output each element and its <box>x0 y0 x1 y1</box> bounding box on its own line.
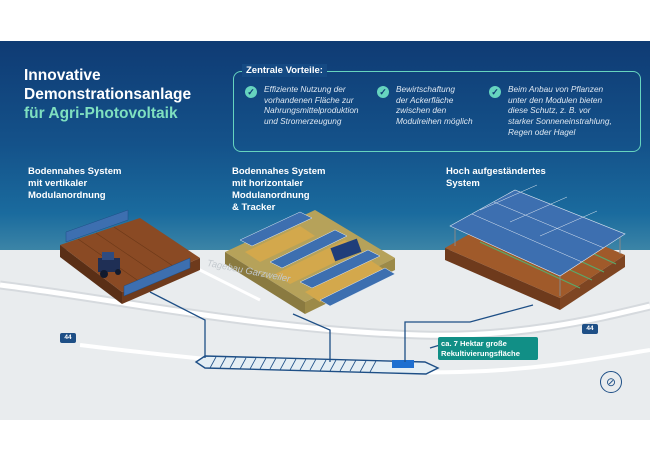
system-1-line-1: Bodennahes System <box>28 166 122 177</box>
title-line-1: Innovative <box>24 67 101 84</box>
benefit-2-line-2: der Ackerfläche <box>396 94 454 105</box>
benefit-2-line-3: zwischen den <box>396 105 447 116</box>
compass-icon: ⊘ <box>600 371 622 393</box>
benefit-3-line-3: diese Schutz, z. B. vor <box>508 105 591 116</box>
benefit-3-line-4: starker Sonneneinstrahlung, <box>508 116 612 127</box>
benefit-3-line-1: Beim Anbau von Pflanzen <box>508 84 604 94</box>
check-icon: ✓ <box>245 86 257 98</box>
benefit-1-line-3: Nahrungsmittelproduktion <box>264 105 359 116</box>
benefit-2-line-4: Modulreihen möglich <box>396 116 473 127</box>
system-2-line-4: & Tracker <box>232 202 276 213</box>
benefit-2: Bewirtschaftung der Ackerfläche zwischen… <box>396 84 473 127</box>
system-3-line-2: System <box>446 178 480 189</box>
page-title: Innovative Demonstrationsanlage für Agri… <box>24 66 191 123</box>
illustration-horizontal-tracker-system <box>225 210 396 314</box>
area-label-line-2: Rekultivierungsfläche <box>441 348 520 358</box>
system-label-vertical: Bodennahes System mit vertikaler Modulan… <box>28 166 121 202</box>
recultivation-area-outline <box>194 355 440 375</box>
system-1-line-2: mit vertikaler <box>28 178 88 189</box>
benefit-3-line-5: Regen oder Hagel <box>508 126 576 137</box>
benefit-1: Effiziente Nutzung der vorhandenen Fläch… <box>264 84 359 127</box>
benefits-heading: Zentrale Vorteile: <box>242 64 327 77</box>
road-badge-right: 44 <box>582 324 598 334</box>
benefit-1-line-1: Effiziente Nutzung der <box>264 84 346 94</box>
system-label-horizontal-tracker: Bodennahes System mit horizontaler Modul… <box>232 166 325 214</box>
area-label-line-1: ca. 7 Hektar große <box>441 339 507 348</box>
recultivation-area-label: ca. 7 Hektar große Rekultivierungsfläche <box>438 337 538 361</box>
system-1-line-3: Modulanordnung <box>28 190 106 201</box>
system-label-elevated: Hoch aufgeständertes System <box>446 166 546 190</box>
benefit-1-line-2: vorhandenen Fläche zur <box>264 94 354 105</box>
system-2-line-1: Bodennahes System <box>232 166 326 177</box>
system-2-line-3: Modulanordnung <box>232 190 310 201</box>
illustration-elevated-system <box>445 184 626 310</box>
title-line-2: Demonstrationsanlage <box>24 86 192 103</box>
benefits-box <box>233 71 641 152</box>
connector-lines <box>149 291 534 362</box>
system-3-line-1: Hoch aufgeständertes <box>446 166 546 177</box>
road-badge-left: 44 <box>60 333 76 343</box>
check-icon: ✓ <box>377 86 389 98</box>
benefit-2-line-1: Bewirtschaftung <box>396 84 456 94</box>
illustration-vertical-system <box>60 209 200 304</box>
benefit-3-line-2: unter den Modulen bieten <box>508 94 603 105</box>
main-road-core <box>0 282 650 338</box>
demo-site-marker <box>392 360 414 368</box>
title-line-3: für Agri-Photovoltaik <box>24 105 178 122</box>
check-icon: ✓ <box>489 86 501 98</box>
system-2-line-2: mit horizontaler <box>232 178 304 189</box>
benefit-1-line-4: und Stromerzeugung <box>264 116 342 127</box>
recultivation-hatching <box>209 356 377 373</box>
benefit-3: Beim Anbau von Pflanzen unter den Module… <box>508 84 612 138</box>
